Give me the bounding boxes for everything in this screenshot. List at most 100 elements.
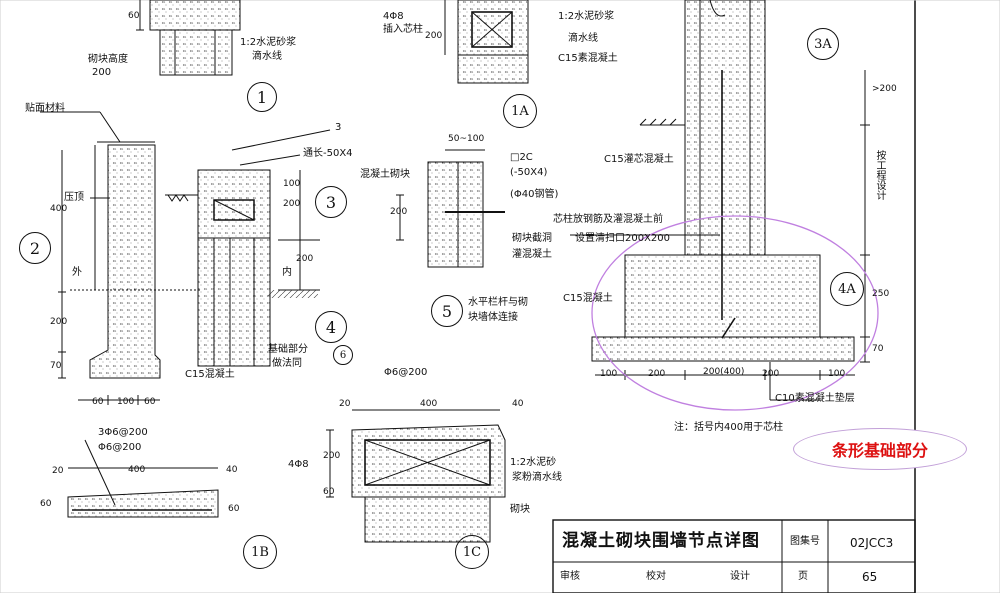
label-bars-1b2: Φ6@200 — [98, 442, 142, 453]
label-insert-core: 插入芯柱 — [383, 24, 423, 35]
label-note: 注：括号内400用于芯柱 — [674, 422, 784, 433]
dim-70b: 70 — [872, 344, 884, 354]
label-bars-1c: Φ6@200 — [384, 367, 428, 378]
label-core-note2: 设置清扫口200X200 — [575, 233, 671, 244]
detail-3-4 — [165, 129, 331, 367]
label-core-note: 芯柱放钢筋及灌混凝土前 — [553, 214, 663, 225]
label-d5-title: 水平栏杆与砌 — [468, 297, 528, 308]
dim-200e: 200 — [425, 31, 443, 41]
atlas-label: 图集号 — [790, 536, 820, 547]
page-label: 页 — [798, 571, 808, 582]
dim-b200b: 200 — [762, 369, 780, 379]
label-block-top: 混凝土砌块 — [360, 169, 410, 180]
label-phi8-1c: 4Φ8 — [288, 459, 309, 470]
highlight-ellipse — [591, 215, 879, 411]
label-cap-mortar: 1:2水泥砂浆 — [240, 37, 297, 48]
label-bars-1b: 3Φ6@200 — [98, 427, 148, 438]
atlas-number: 02JCC3 — [850, 536, 894, 550]
dim-e400: 400 — [128, 465, 146, 475]
detail-3-marker: 3 — [315, 186, 347, 218]
detail-1b — [67, 439, 219, 518]
design-label: 设计 — [730, 571, 750, 582]
label-drip-line: 滴水线 — [252, 51, 282, 62]
label-cap-height: 砌块高度 — [88, 54, 128, 65]
drawing-title: 混凝土砌块围墙节点详图 — [562, 531, 760, 551]
dim-100: 100 — [117, 397, 135, 407]
dim-e20: 20 — [52, 466, 64, 476]
detail-2-marker: 2 — [19, 232, 51, 264]
label-inside: 内 — [282, 267, 292, 278]
detail-1 — [136, 0, 241, 76]
dim-250: 250 — [872, 289, 890, 299]
label-foundation: 基础部分 — [268, 344, 308, 355]
label-flat-steel: (-50X4) — [510, 167, 548, 178]
dim-gt200: >200 — [872, 84, 897, 94]
strip-foundation-callout: 条形基础部分 — [793, 428, 967, 470]
label-block-1c: 砌块 — [510, 504, 530, 515]
dim-200d: 200 — [390, 207, 408, 217]
title-block-lines — [552, 519, 916, 593]
label-finish: 贴面材料 — [25, 103, 65, 114]
detail-4a-marker: 4A — [830, 272, 864, 306]
label-c15-core: C15灌芯混凝土 — [604, 154, 674, 165]
dim-c400: 400 — [420, 399, 438, 409]
dim-b100b: 100 — [828, 369, 846, 379]
label-flat2c: □2C — [510, 152, 533, 163]
label-three: 3 — [335, 122, 342, 133]
label-cap-height-val: 200 — [92, 67, 112, 78]
dim-b200-400: 200(400) — [703, 367, 745, 377]
label-coping: 压顶 — [64, 192, 84, 203]
dim-e60a: 60 — [40, 499, 52, 509]
label-d5-title2: 块墙体连接 — [468, 312, 518, 323]
detail-5 — [396, 149, 505, 268]
dim-c20: 20 — [339, 399, 351, 409]
dim-b200: 200 — [648, 369, 666, 379]
label-mortar-1c: 1:2水泥砂 — [510, 457, 557, 468]
label-c15-plain: C15素混凝土 — [558, 53, 618, 64]
label-per-design: 按工程设计 — [874, 150, 885, 200]
detail-1a-marker: 1A — [503, 94, 537, 128]
page-number: 65 — [862, 570, 878, 584]
label-cushion: C10素混凝土垫层 — [775, 393, 855, 404]
label-cap-mortar-1a: 1:2水泥砂浆 — [558, 11, 615, 22]
dim-200c: 200 — [283, 199, 301, 209]
dim-70: 70 — [50, 361, 62, 371]
dim-60a: 60 — [128, 11, 140, 21]
label-outside: 外 — [72, 267, 82, 278]
label-phi8: 4Φ8 — [383, 11, 404, 22]
dim-c60: 60 — [323, 487, 335, 497]
dim-400a: 400 — [50, 204, 68, 214]
detail-6-marker: 6 — [333, 345, 353, 365]
detail-4-marker: 4 — [315, 311, 347, 343]
label-through-bar: 通长-50X4 — [303, 148, 353, 159]
detail-1a — [444, 0, 529, 84]
dim-60b: 60 — [92, 397, 104, 407]
dim-c40: 40 — [512, 399, 524, 409]
detail-5-marker: 5 — [431, 295, 463, 327]
dim-50-100: 50~100 — [448, 134, 485, 144]
dim-e60b: 60 — [228, 504, 240, 514]
detail-1-marker: 1 — [247, 82, 277, 112]
detail-3a-marker: 3A — [807, 28, 839, 60]
check-label: 校对 — [646, 571, 666, 582]
review-label: 审核 — [560, 571, 580, 582]
dim-e40: 40 — [226, 465, 238, 475]
label-fill: 砌块截洞 — [512, 233, 552, 244]
detail-1b-marker: 1B — [243, 535, 277, 569]
dim-100b: 100 — [283, 179, 301, 189]
label-c15-4a: C15混凝土 — [563, 293, 613, 304]
label-fill2: 灌混凝土 — [512, 249, 552, 260]
detail-2 — [40, 111, 200, 405]
label-see-elev: 做法同 — [272, 358, 302, 369]
detail-1c-marker: 1C — [455, 535, 489, 569]
dim-b100: 100 — [600, 369, 618, 379]
label-mortar-1c2: 浆粉滴水线 — [512, 472, 562, 483]
label-c15-concrete: C15混凝土 — [185, 369, 235, 380]
dim-200b: 200 — [296, 254, 314, 264]
dim-60c: 60 — [144, 397, 156, 407]
label-drip-line-1a: 滴水线 — [568, 33, 598, 44]
dim-200a: 200 — [50, 317, 68, 327]
dim-c200: 200 — [323, 451, 341, 461]
